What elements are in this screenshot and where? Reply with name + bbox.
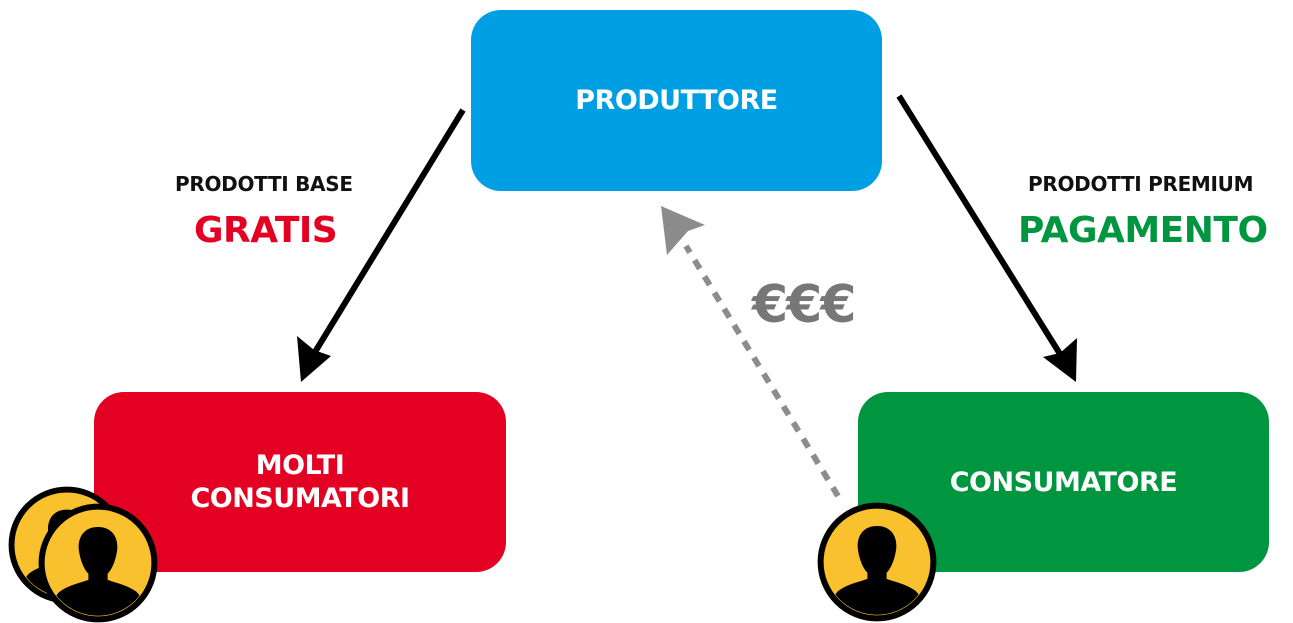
- payment-arrow-head: [661, 206, 705, 255]
- free-edge-caption: PRODOTTI BASE: [175, 172, 353, 196]
- free-arrow-shaft: [312, 108, 466, 354]
- producer-label: PRODUTTORE: [575, 85, 778, 116]
- many-consumers-line1: MOLTI: [255, 450, 345, 481]
- producer-node: PRODUTTORE: [471, 10, 882, 191]
- two-user-avatars-icon: [12, 490, 155, 623]
- premium-arrow-head: [1043, 338, 1077, 382]
- free-edge-value: GRATIS: [194, 210, 338, 251]
- premium-arrow-shaft: [896, 94, 1063, 356]
- many-consumers-line2: CONSUMATORI: [190, 483, 410, 514]
- many-consumers-node: MOLTI CONSUMATORI: [94, 392, 506, 572]
- free-arrow-head: [297, 336, 331, 382]
- premium-edge-caption: PRODOTTI PREMIUM: [1028, 172, 1254, 196]
- consumer-label: CONSUMATORE: [949, 466, 1178, 498]
- premium-edge-value: PAGAMENTO: [1018, 210, 1268, 251]
- payment-edge-value: €€€: [752, 275, 857, 335]
- user-avatar-icon: [821, 506, 934, 622]
